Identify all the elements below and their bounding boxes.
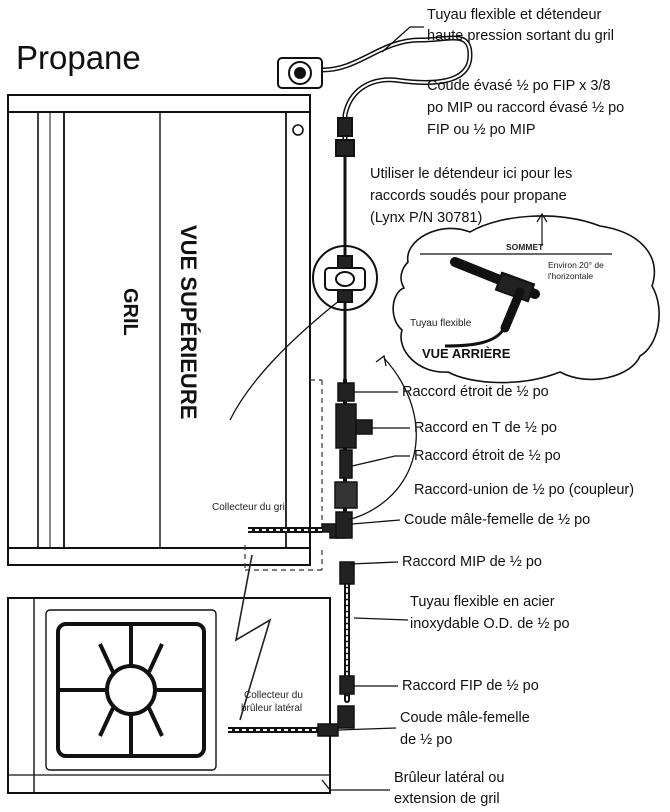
inset-fittings xyxy=(420,212,612,348)
inset-top-label: SOMMET xyxy=(506,242,544,252)
fuel-type-title: Propane xyxy=(16,39,141,76)
label-side-burner-1: Brûleur latéral ou xyxy=(394,770,505,786)
label-flare-elbow-1: Coude évasé ½ po FIP x 3/8 xyxy=(427,78,611,94)
inset-rear-view-label: VUE ARRIÈRE xyxy=(422,346,511,361)
label-fip: Raccord FIP de ½ po xyxy=(402,678,539,694)
top-view-label: VUE SUPÉRIEURE xyxy=(176,225,201,420)
label-steel-hose-2: inoxydable O.D. de ½ po xyxy=(410,616,570,632)
label-elbow-2-line1: Coude mâle-femelle xyxy=(400,710,530,726)
label-elbow-2-line2: de ½ po xyxy=(400,732,453,748)
label-flare-elbow-2: po MIP ou raccord évasé ½ po xyxy=(427,100,625,116)
inset-angle-label-1: Environ 20° de xyxy=(548,260,604,270)
inset-angle-label-2: l'horizontale xyxy=(548,271,594,281)
side-manifold-label-1: Collecteur du xyxy=(244,690,303,701)
label-use-regulator-1: Utiliser le détendeur ici pour les xyxy=(370,166,573,182)
label-use-regulator-2: raccords soudés pour propane xyxy=(370,188,567,204)
side-manifold-label-2: brûleur latéral xyxy=(241,703,303,714)
label-union: Raccord-union de ½ po (coupleur) xyxy=(414,482,635,498)
label-hose-regulator-2: haute pression sortant du gril xyxy=(427,28,614,44)
manifold-pipes xyxy=(228,527,322,733)
leader-lines xyxy=(229,26,424,791)
grill-body xyxy=(7,94,311,566)
label-flare-elbow-3: FIP ou ½ po MIP xyxy=(427,122,536,138)
label-narrow-2: Raccord étroit de ½ po xyxy=(414,448,561,464)
grill-manifold-label: Collecteur du gril xyxy=(212,502,288,513)
label-steel-hose-1: Tuyau flexible en acier xyxy=(410,594,555,610)
label-hose-regulator-1: Tuyau flexible et détendeur xyxy=(427,7,602,23)
label-narrow-1: Raccord étroit de ½ po xyxy=(402,384,549,400)
regulator-top xyxy=(277,57,355,157)
label-tee: Raccord en T de ½ po xyxy=(414,420,557,436)
inset-hose-label: Tuyau flexible xyxy=(410,318,472,329)
label-elbow-1: Coude mâle-femelle de ½ po xyxy=(404,512,591,528)
label-use-regulator-3: (Lynx P/N 30781) xyxy=(370,210,483,226)
break-lines xyxy=(234,554,272,721)
label-side-burner-2: extension de gril xyxy=(394,791,500,807)
label-mip: Raccord MIP de ½ po xyxy=(402,554,542,570)
fittings xyxy=(317,382,373,737)
regulator-detail xyxy=(312,245,378,311)
side-burner-body xyxy=(7,597,331,794)
grill-label: GRIL xyxy=(119,288,141,336)
